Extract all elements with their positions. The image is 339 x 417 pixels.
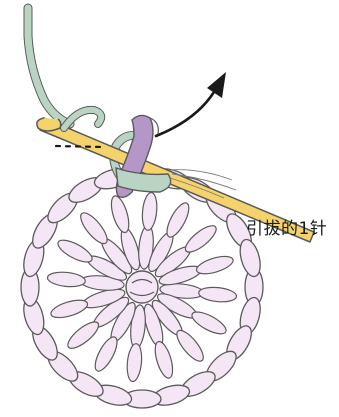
stitch-post [76,209,111,247]
stitch-post [163,200,193,240]
stitch-post [195,253,235,277]
stitch-post [47,271,86,289]
stitch-post [108,194,132,234]
center-ring [126,271,158,303]
stitch-post [198,286,237,304]
stitch-post [55,236,95,266]
stitch-post [126,343,144,382]
stitch-post [141,192,159,231]
yarn-over [64,110,101,128]
stitch-post [91,334,121,374]
curved-arrow-icon [156,72,226,136]
stitch-post [152,340,176,380]
annotation-label: 引拔的1针 [246,214,327,239]
stitch-post [49,297,89,321]
yarn-strand [28,8,70,124]
stitch-post [182,221,220,256]
stitch-post [189,308,229,338]
stitch-post [64,318,102,353]
stitch-post [173,327,208,365]
